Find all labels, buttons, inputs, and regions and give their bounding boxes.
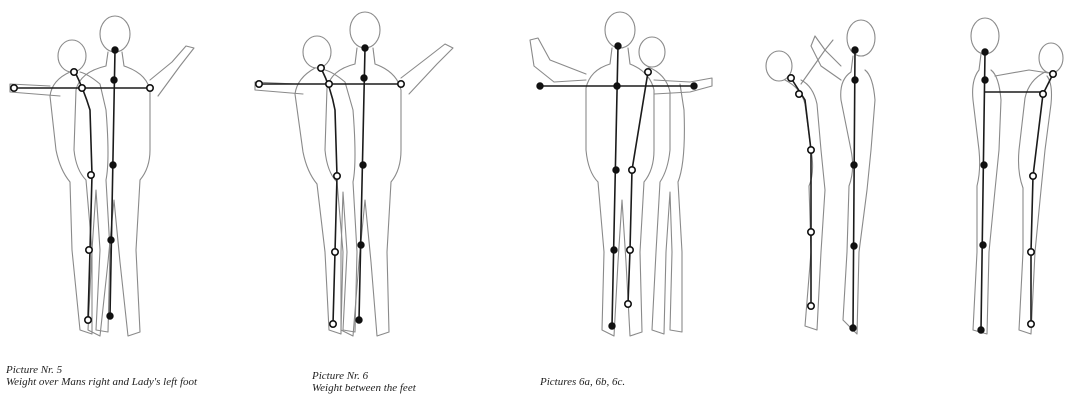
marker-man-foot — [850, 325, 856, 331]
caption-pictures-6abc: Pictures 6a, 6b, 6c. — [540, 376, 625, 388]
man-silhouette — [325, 12, 453, 336]
marker-lady-shoulder — [1040, 91, 1046, 97]
marker-lady-shoulder — [326, 81, 332, 87]
marker-lady-head — [645, 69, 651, 75]
marker-lady-head — [71, 69, 77, 75]
marker-man-shoulder — [614, 83, 620, 89]
figure-picture-6c — [955, 0, 1075, 360]
marker-lady-knee — [1028, 249, 1034, 255]
caption-picture-5-text: Weight over Mans right and Lady's left f… — [6, 376, 197, 388]
marker-lady-hip — [88, 172, 94, 178]
caption-pictures-6abc-title: Pictures 6a, 6b, 6c. — [540, 376, 625, 388]
marker-man-head — [362, 45, 368, 51]
marker-man-left-hand — [537, 83, 543, 89]
lady-silhouette — [1019, 43, 1064, 334]
marker-lady-shoulder — [79, 85, 85, 91]
marker-man-knee — [108, 237, 114, 243]
marker-man-shoulder — [111, 77, 117, 83]
marker-lady-hip — [808, 147, 814, 153]
marker-lady-foot — [85, 317, 91, 323]
figure-picture-6a — [520, 0, 720, 360]
lady-balance-lines — [14, 70, 150, 320]
caption-picture-6: Picture Nr. 6 Weight between the feet — [312, 370, 416, 394]
caption-picture-5-title: Picture Nr. 5 — [6, 364, 197, 376]
marker-man-shoulder — [361, 75, 367, 81]
marker-man-hip — [851, 162, 857, 168]
marker-lady-foot — [808, 303, 814, 309]
marker-man-hip — [613, 167, 619, 173]
marker-man-head — [852, 47, 858, 53]
marker-man-shoulder — [982, 77, 988, 83]
marker-lady-hip — [1030, 173, 1036, 179]
caption-picture-6-title: Picture Nr. 6 — [312, 370, 416, 382]
man-balance-lines — [359, 48, 365, 320]
marker-lady-shoulder — [796, 91, 802, 97]
marker-lady-hand — [256, 81, 262, 87]
marker-lady-hip — [629, 167, 635, 173]
man-silhouette — [530, 12, 712, 336]
marker-man-foot — [356, 317, 362, 323]
marker-lady-head — [788, 75, 794, 81]
lady-balance-lines — [259, 68, 401, 324]
marker-lady-foot — [330, 321, 336, 327]
marker-man-head — [112, 47, 118, 53]
marker-man-knee — [980, 242, 986, 248]
marker-man-hip — [981, 162, 987, 168]
marker-man-head — [982, 49, 988, 55]
marker-lady-knee — [86, 247, 92, 253]
marker-man-knee — [611, 247, 617, 253]
marker-lady-knee — [332, 249, 338, 255]
marker-man-hip — [110, 162, 116, 168]
figure-picture-6 — [245, 0, 475, 360]
man-balance-lines — [110, 50, 115, 316]
lady-silhouette — [10, 40, 110, 334]
marker-man-knee — [851, 243, 857, 249]
man-silhouette — [811, 20, 875, 334]
caption-picture-5: Picture Nr. 5 Weight over Mans right and… — [6, 364, 197, 388]
marker-lady-foot — [1028, 321, 1034, 327]
marker-lady-head — [1050, 71, 1056, 77]
marker-lady-knee — [808, 229, 814, 235]
marker-man-hip — [360, 162, 366, 168]
marker-lady-right-hand — [147, 85, 153, 91]
marker-man-foot — [107, 313, 113, 319]
caption-picture-6-text: Weight between the feet — [312, 382, 416, 394]
figure-picture-5 — [0, 0, 230, 360]
lady-silhouette — [766, 40, 833, 330]
marker-man-knee — [358, 242, 364, 248]
marker-lady-head — [318, 65, 324, 71]
marker-man-shoulder — [852, 77, 858, 83]
marker-lady-hip — [334, 173, 340, 179]
marker-man-head — [615, 43, 621, 49]
marker-man-foot — [978, 327, 984, 333]
lady-markers — [256, 65, 404, 327]
marker-man-foot — [609, 323, 615, 329]
figure-picture-6b — [755, 0, 885, 360]
lady-markers — [11, 69, 153, 323]
marker-lady-foot — [625, 301, 631, 307]
marker-lady-right-hand — [398, 81, 404, 87]
marker-lady-knee — [627, 247, 633, 253]
marker-lady-hand — [11, 85, 17, 91]
marker-man-right-hand — [691, 83, 697, 89]
